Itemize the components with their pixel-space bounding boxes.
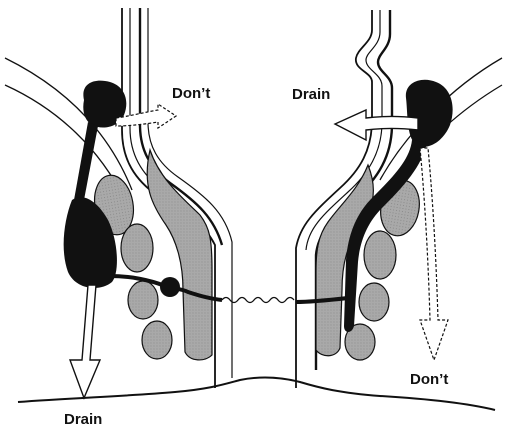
label-top-left-dont: Don’t — [172, 85, 210, 102]
top-right-drain-arrow — [335, 110, 418, 140]
right-external-sphincter-oval-3 — [359, 283, 389, 321]
label-top-right-drain: Drain — [292, 86, 330, 103]
left-external-sphincter-oval-4 — [142, 321, 172, 359]
left-external-sphincter-oval-2 — [121, 224, 153, 272]
bottom-right-dont-arrow — [420, 148, 448, 360]
anal-canal-wave — [222, 298, 294, 303]
right-supralevator-abscess — [406, 80, 453, 147]
right-external-sphincter-oval-2 — [364, 231, 396, 279]
label-bottom-left-drain: Drain — [64, 411, 102, 428]
bottom-left-drain-arrow — [70, 285, 100, 398]
left-intersphincteric-node — [160, 277, 180, 297]
left-external-sphincter-oval-3 — [128, 281, 158, 319]
label-bottom-right-dont: Don’t — [410, 371, 448, 388]
